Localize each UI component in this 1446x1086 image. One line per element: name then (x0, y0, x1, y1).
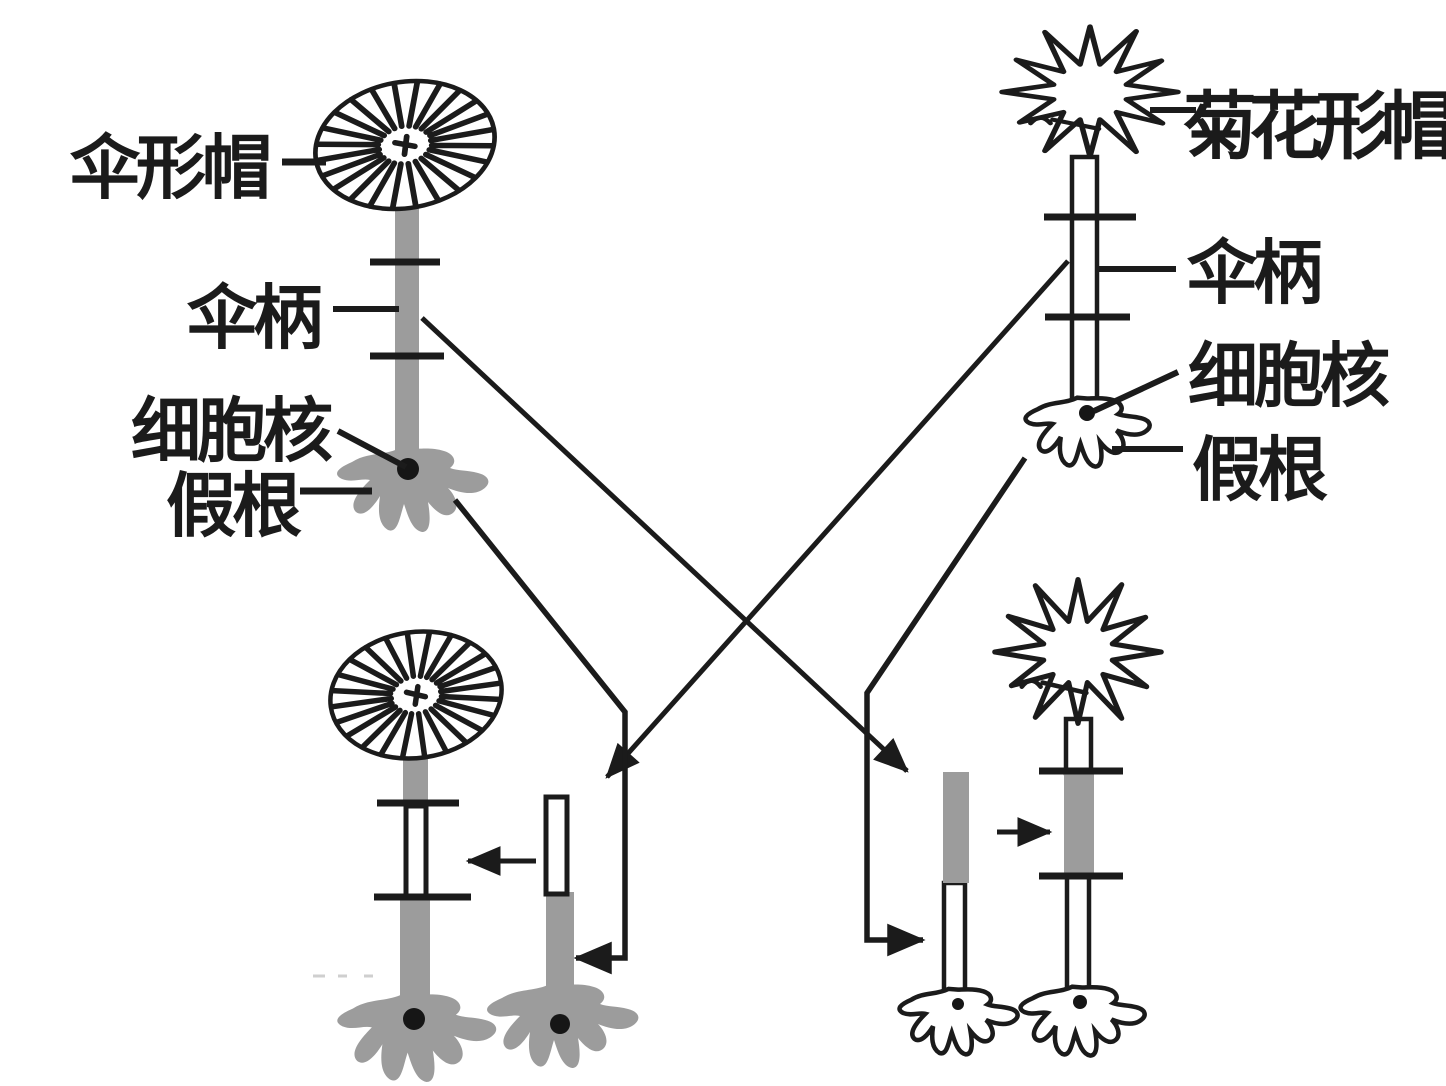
nucleus-dot (952, 998, 964, 1010)
umbrella-cap (305, 67, 505, 222)
label-umbrella-cap: 伞形帽 (70, 130, 269, 208)
label-line-umbrella-nucleus (336, 428, 408, 470)
grafted-white-stalk-segment (403, 803, 429, 899)
label-umbrella-stalk: 伞柄 (187, 280, 321, 358)
label-chrysanthemum-stalk: 伞柄 (1187, 235, 1321, 313)
label-chrysanthemum-nucleus: 细胞核 (1188, 338, 1389, 416)
right-result-group (900, 580, 1162, 1056)
umbrella-stalk-piece (943, 772, 969, 883)
label-line-chrysanthemum-nucleus (1092, 369, 1180, 414)
arrow-chrysanthemum-rhizoid-to-right-graft (864, 456, 1028, 957)
regrown-chrysanthemum-cap (995, 580, 1161, 724)
label-umbrella-rhizoid: 假根 (166, 469, 302, 546)
regrown-umbrella-cap (322, 621, 510, 770)
arrow-umbrella-stalk-to-right-graft (420, 316, 909, 773)
chrysanthemum-stalk-piece (543, 794, 570, 897)
arrow-umbrella-rhizoid-to-left-graft (452, 498, 628, 975)
chrysanthemum-stalk-base (941, 880, 968, 994)
umbrella-stalk-base (546, 892, 574, 988)
nucleus-dot (1073, 995, 1087, 1009)
umbrella-stalk (395, 205, 419, 467)
left-result-group (313, 621, 639, 1082)
regrown-left-lower-stalk (400, 899, 430, 1003)
label-chrysanthemum-cap: 菊花形帽 (1183, 87, 1446, 169)
chrysanthemum-stalk (1069, 154, 1100, 406)
chrysanthemum-nucleus-dot (1079, 405, 1095, 421)
grafted-gray-stalk-segment (1064, 773, 1094, 875)
nucleus-dot (550, 1014, 570, 1034)
arrow-chrysanthemum-stalk-to-left-graft (605, 259, 1070, 779)
regrown-right-lower-stalk (1064, 874, 1092, 993)
regrown-right-upper-stalk (1063, 716, 1094, 776)
chrysanthemum-alga-labels: 菊花形帽 伞柄 细胞核 假根 (1092, 87, 1446, 510)
umbrella-alga (305, 67, 505, 532)
chrysanthemum-alga (1002, 27, 1178, 467)
label-chrysanthemum-rhizoid: 假根 (1192, 433, 1328, 510)
umbrella-alga-labels: 伞形帽 伞柄 细胞核 假根 (70, 130, 408, 546)
umbrella-rhizoid-base (337, 993, 497, 1082)
graft-transfer-arrows (420, 259, 1070, 975)
label-umbrella-nucleus: 细胞核 (131, 393, 332, 471)
regrown-left-upper-stalk (403, 753, 428, 805)
chrysanthemum-cap (1002, 27, 1178, 157)
nucleus-dot (403, 1008, 425, 1030)
